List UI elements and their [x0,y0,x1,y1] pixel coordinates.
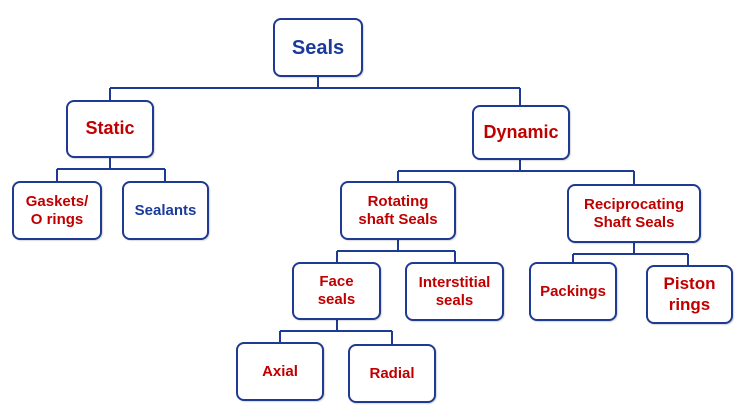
node-dynamic: Dynamic [472,105,570,160]
node-rotating-shaft-seals: Rotating shaft Seals [340,181,456,240]
connector-face [279,320,393,344]
node-reciprocating-shaft-seals: Reciprocating Shaft Seals [567,184,701,243]
connector-rotating [336,240,456,262]
connector-dynamic [397,160,635,184]
connector-reciprocating [572,243,689,265]
node-gaskets-o-rings: Gaskets/ O rings [12,181,102,240]
node-sealants: Sealants [122,181,209,240]
node-face-seals: Face seals [292,262,381,320]
node-static: Static [66,100,154,158]
connector-seals [109,77,521,105]
node-seals: Seals [273,18,363,77]
node-interstitial-seals: Interstitial seals [405,262,504,321]
node-piston-rings: Piston rings [646,265,733,324]
node-radial: Radial [348,344,436,403]
connector-static [56,158,166,181]
node-packings: Packings [529,262,617,321]
node-axial: Axial [236,342,324,401]
